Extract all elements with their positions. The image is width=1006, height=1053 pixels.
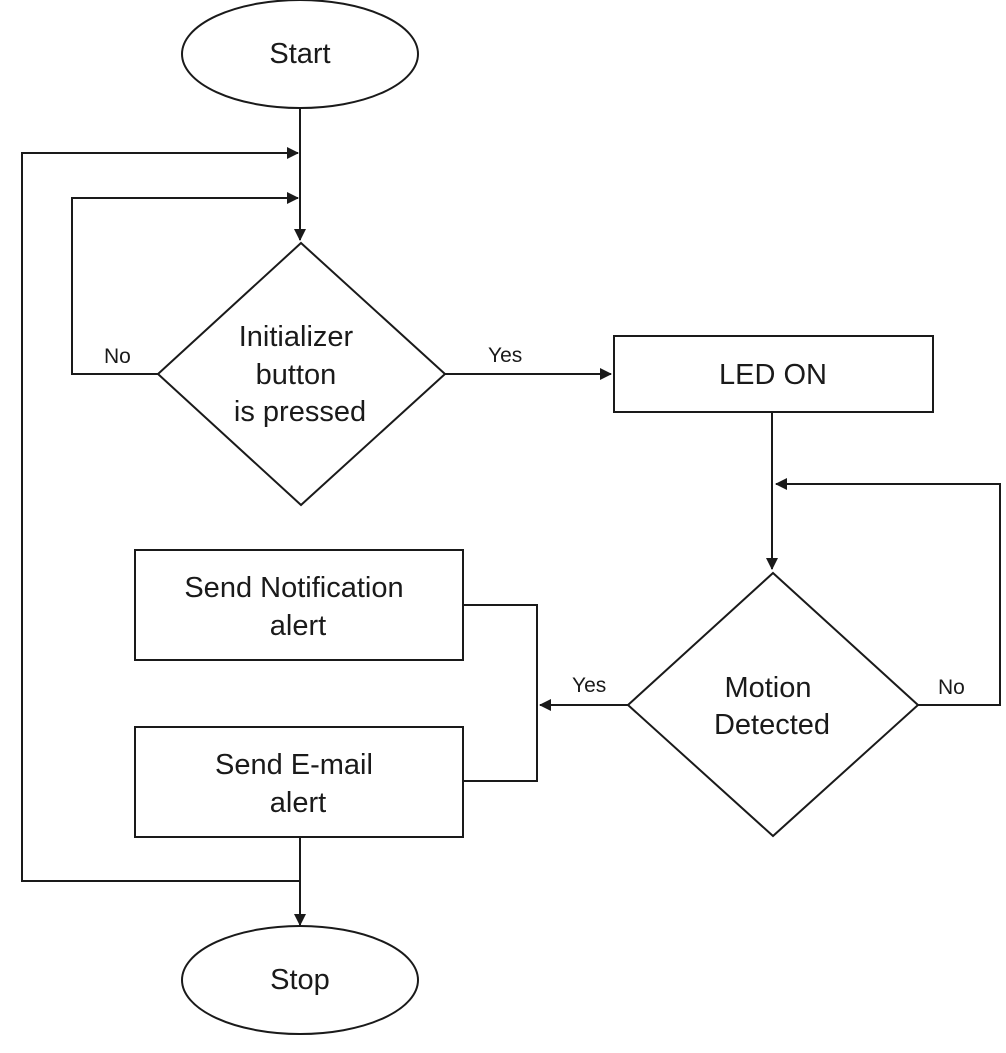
connectors — [21, 108, 1001, 926]
edge-label-decision1-yes: Yes — [488, 344, 522, 367]
decision-initializer: Initializer button is pressed — [156, 241, 447, 507]
edge-decision2-no — [775, 478, 1001, 706]
email-node: Send E-mail alert — [134, 726, 464, 838]
edge-label-decision2-yes: Yes — [572, 674, 606, 697]
decision-motion-label: Motion Detected — [714, 672, 830, 741]
edge-decision1-no — [71, 192, 299, 375]
decision-motion: Motion Detected — [626, 571, 920, 838]
decision-motion-line2: Detected — [714, 709, 830, 741]
led-on-label: LED ON — [719, 359, 827, 391]
email-line1: Send E-mail — [215, 749, 373, 781]
decision-initializer-line1: Initializer — [239, 321, 354, 353]
edge-label-decision1-no: No — [104, 345, 131, 368]
edge-loop-outer — [21, 147, 300, 882]
decision-initializer-label: Initializer button is pressed — [234, 321, 366, 428]
notification-node: Send Notification alert — [134, 549, 464, 661]
edge-bracket-alerts — [463, 604, 538, 782]
decision-motion-line1: Motion — [724, 672, 811, 704]
notification-label: Send Notification alert — [184, 572, 411, 642]
start-label: Start — [269, 38, 330, 70]
email-label: Send E-mail alert — [215, 749, 381, 819]
decision-initializer-line3: is pressed — [234, 396, 366, 428]
edge-label-decision2-no: No — [938, 676, 965, 699]
stop-node: Stop — [181, 925, 419, 1035]
stop-label: Stop — [270, 964, 330, 996]
decision-initializer-line2: button — [256, 359, 337, 391]
led-on-node: LED ON — [613, 335, 934, 413]
start-node: Start — [181, 0, 419, 109]
notification-line2: alert — [270, 610, 326, 642]
notification-line1: Send Notification — [184, 572, 403, 604]
email-line2: alert — [270, 787, 326, 819]
